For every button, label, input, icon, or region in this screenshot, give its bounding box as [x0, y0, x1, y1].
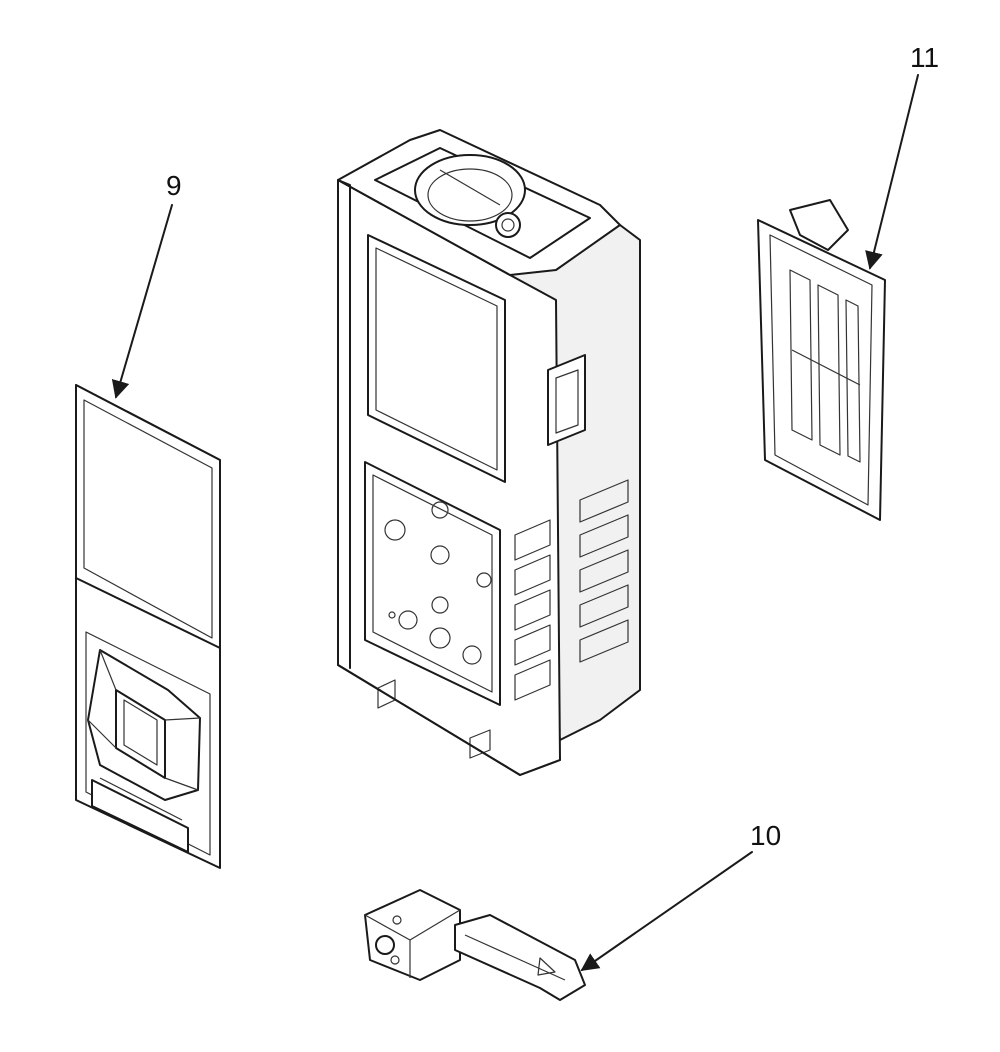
callout-9: 9 — [166, 170, 182, 201]
leader-line-11 — [865, 74, 919, 270]
leader-line-10 — [580, 851, 753, 972]
main-housing — [337, 129, 641, 776]
part-9-keypad-overlay — [75, 384, 221, 869]
callout-11: 11 — [910, 42, 940, 73]
side-grip-left-column — [514, 519, 551, 701]
part-11-battery-cover — [757, 199, 886, 521]
callout-10: 10 — [750, 820, 782, 851]
leader-line-9 — [111, 204, 173, 399]
side-grip-right-column — [579, 479, 629, 663]
part-10-latch-arm — [364, 889, 586, 1001]
